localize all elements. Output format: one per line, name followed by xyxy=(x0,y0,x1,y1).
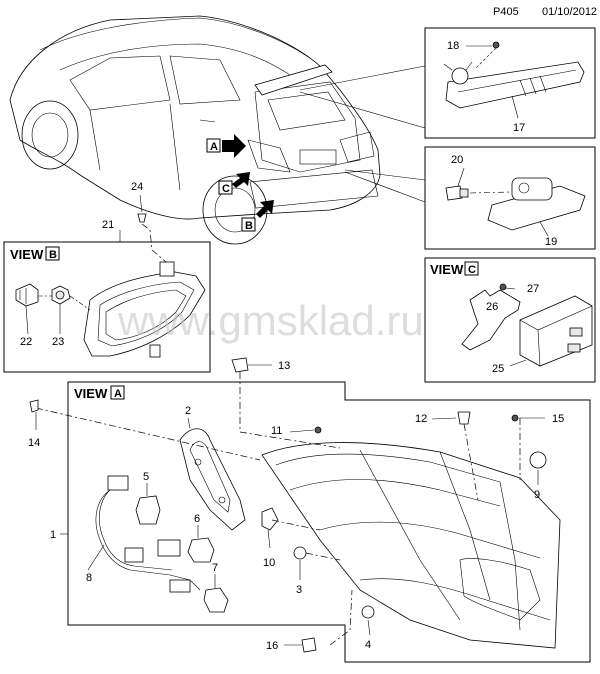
callout-5: 5 xyxy=(143,471,149,483)
callout-8: 8 xyxy=(86,572,92,584)
callout-25: 25 xyxy=(492,363,504,375)
callout-14: 14 xyxy=(28,437,40,449)
watermark: www.gmsklad.ru xyxy=(117,297,424,344)
marker-a-letter: A xyxy=(210,141,218,153)
view-a-panel: VIEW A xyxy=(35,372,591,663)
vehicle-illustration xyxy=(9,15,381,245)
callout-19: 19 xyxy=(545,236,557,248)
callout-23: 23 xyxy=(52,336,64,348)
callout-3: 3 xyxy=(296,584,302,596)
callout-15: 15 xyxy=(552,413,564,425)
callout-12: 12 xyxy=(415,413,427,425)
view-c-letter: C xyxy=(468,264,476,276)
callout-9: 9 xyxy=(534,489,540,501)
callout-22: 22 xyxy=(20,336,32,348)
view-a-letter: A xyxy=(114,388,122,400)
view-c-panel: VIEW C 26 27 25 xyxy=(424,257,596,383)
callout-26: 26 xyxy=(486,301,498,313)
view-c-title: VIEW xyxy=(430,262,464,277)
callout-21: 21 xyxy=(102,219,114,231)
callout-7: 7 xyxy=(212,562,218,574)
callout-13: 13 xyxy=(278,360,290,372)
callout-16: 16 xyxy=(266,640,278,652)
callout-4: 4 xyxy=(365,639,371,651)
inset-stop-lamp: 18 17 xyxy=(424,27,596,139)
page-code: P405 xyxy=(493,6,519,18)
page-date: 01/10/2012 xyxy=(542,6,597,18)
view-b-title: VIEW xyxy=(10,247,44,262)
callout-11: 11 xyxy=(271,425,282,437)
marker-b: B xyxy=(241,200,274,232)
marker-a: A xyxy=(206,134,246,158)
callout-27: 27 xyxy=(527,283,539,295)
outside-view-a-parts: 13 14 1 15 16 xyxy=(28,357,564,653)
view-b-panel: VIEW B 22 23 xyxy=(3,241,211,373)
callout-2: 2 xyxy=(185,405,191,417)
view-a-title: VIEW xyxy=(74,386,108,401)
marker-b-letter: B xyxy=(245,220,253,232)
callout-17: 17 xyxy=(513,122,525,134)
callout-10: 10 xyxy=(263,557,275,569)
callout-6: 6 xyxy=(194,513,200,525)
callout-20: 20 xyxy=(451,154,463,166)
inset-license-lamp: 20 19 xyxy=(424,146,596,250)
marker-c: C xyxy=(218,172,250,195)
callout-24: 24 xyxy=(131,181,143,193)
marker-c-letter: C xyxy=(222,183,230,195)
view-b-letter: B xyxy=(49,249,57,261)
callout-1: 1 xyxy=(50,529,56,541)
callout-18: 18 xyxy=(447,40,459,52)
